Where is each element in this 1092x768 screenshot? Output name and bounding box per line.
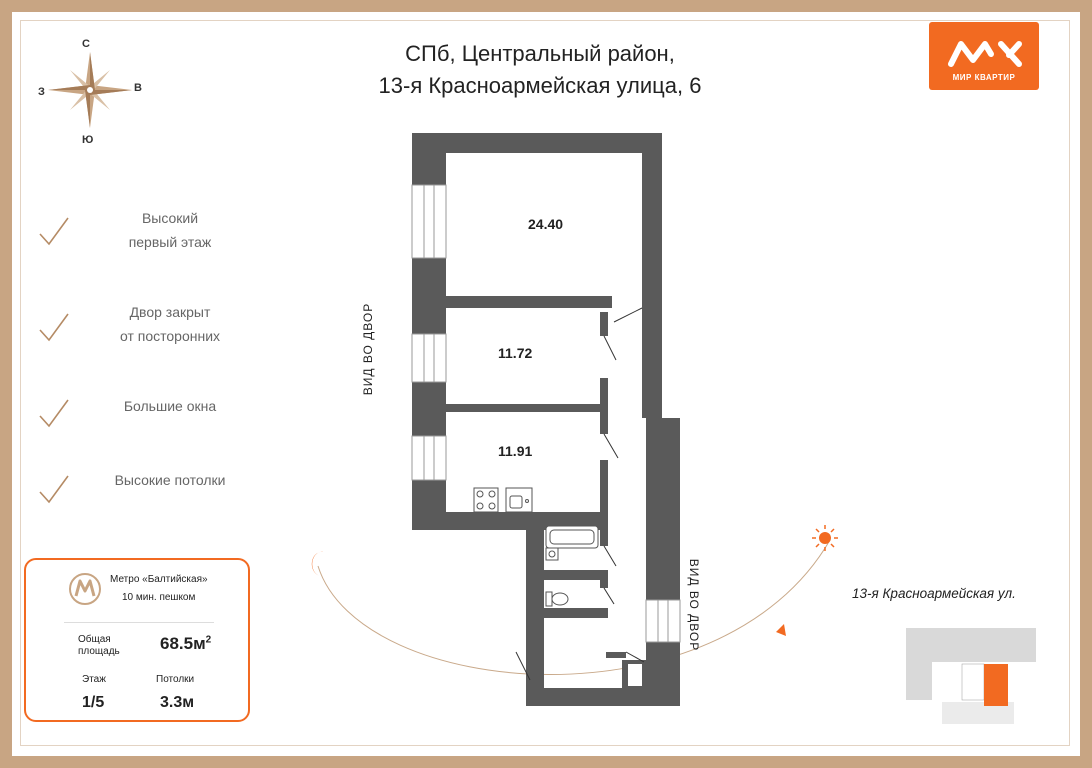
floor-label: Этаж [82, 674, 106, 685]
feature-item: Высокие потолки [20, 462, 260, 512]
sun-path-arc [317, 539, 831, 675]
compass-east: В [134, 82, 142, 94]
sun-direction-arrow-icon [776, 624, 786, 636]
feature-item: Двор закрыт от посторонних [20, 300, 260, 350]
walls [412, 133, 680, 706]
compass-rose: С Ю З В [32, 34, 142, 146]
inner-frame [20, 20, 1070, 746]
logo-text: МИР КВАРТИР [952, 73, 1016, 82]
feature-line-1: Двор закрыт [129, 304, 211, 320]
area-label: Общая площадь [78, 634, 120, 658]
feature-item: Большие окна [20, 386, 260, 436]
street-label: 13-я Красноармейская ул. [852, 586, 1016, 601]
compass-west: З [38, 86, 45, 98]
compass-icon [48, 52, 132, 128]
address-line-1: СПб, Центральный район, [405, 41, 675, 66]
room-area-label: 11.91 [498, 443, 533, 459]
floor-value: 1/5 [82, 694, 105, 711]
check-icon [39, 217, 69, 246]
building-highlight [984, 664, 1008, 706]
address-title: СПб, Центральный район, 13-я Красноармей… [330, 38, 750, 102]
area-number: 68.5м [160, 634, 206, 653]
area-value: 68.5м2 [160, 634, 211, 654]
metro-name: Метро «Балтийская» [110, 574, 208, 585]
door-swings [515, 307, 645, 681]
area-unit-superscript: 2 [205, 634, 212, 646]
washbasin-icon [545, 547, 559, 561]
compass-north: С [82, 38, 90, 50]
area-label-line-1: Общая [78, 634, 111, 645]
moon-icon [311, 551, 324, 576]
feature-line-2: от посторонних [119, 328, 221, 344]
metro-icon [69, 573, 101, 605]
windows [411, 184, 681, 643]
address-line-2: 13-я Красноармейская улица, 6 [378, 73, 702, 98]
bathtub-icon [545, 525, 599, 549]
agency-logo: МИР КВАРТИР [929, 22, 1039, 90]
area-label-line-2: площадь [78, 646, 120, 657]
toilet-icon [545, 591, 569, 607]
feature-line-1: Высокий [141, 210, 199, 226]
feature-item: Высокий первый этаж [20, 204, 260, 254]
info-card: Метро «Балтийская» 10 мин. пешком Общая … [24, 558, 250, 722]
feature-line-2: первый этаж [128, 234, 212, 250]
metro-walk-time: 10 мин. пешком [122, 592, 196, 603]
compass-south: Ю [82, 134, 94, 146]
check-icon [39, 475, 69, 504]
check-icon [39, 399, 69, 428]
logo-mark-icon [948, 41, 1022, 67]
ceiling-label: Потолки [156, 674, 195, 685]
feature-line-1: Большие окна [123, 398, 217, 414]
view-label-right: ВИД ВО ДВОР [687, 558, 701, 652]
room-area-label: 24.40 [528, 216, 564, 232]
feature-line-1: Высокие потолки [114, 472, 226, 488]
stove-icon [473, 487, 499, 513]
room-area-label: 11.72 [498, 345, 533, 361]
sink-icon [505, 487, 533, 513]
site-map [906, 628, 1036, 724]
view-label-left: ВИД ВО ДВОР [361, 302, 375, 396]
sun-icon [812, 525, 838, 551]
card-divider [64, 622, 214, 623]
check-icon [39, 313, 69, 342]
ceiling-value: 3.3м [160, 694, 195, 711]
